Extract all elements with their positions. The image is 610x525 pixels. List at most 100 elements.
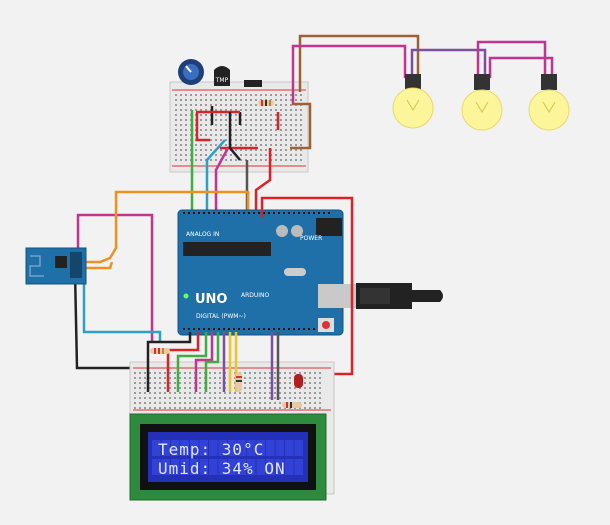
breadboard-hole (159, 402, 161, 404)
breadboard-hole (208, 328, 210, 330)
breadboard-hole (154, 387, 156, 389)
breadboard-hole (255, 124, 257, 126)
breadboard-hole (244, 402, 246, 404)
breadboard-hole (275, 139, 277, 141)
top-resistor[interactable] (258, 100, 274, 106)
breadboard-hole (174, 402, 176, 404)
breadboard-hole (175, 149, 177, 151)
breadboard-hole (230, 154, 232, 156)
breadboard-hole (298, 328, 300, 330)
breadboard-hole (300, 129, 302, 131)
breadboard-hole (280, 99, 282, 101)
breadboard-hole (220, 124, 222, 126)
potentiometer[interactable] (178, 59, 204, 85)
breadboard-hole (280, 144, 282, 146)
breadboard-hole (185, 144, 187, 146)
breadboard-hole (270, 139, 272, 141)
power-jack[interactable] (316, 218, 342, 236)
light-bulb-2[interactable] (461, 74, 503, 131)
light-bulb-1[interactable] (392, 74, 434, 129)
breadboard-hole (185, 109, 187, 111)
breadboard-hole (219, 382, 221, 384)
breadboard-hole (300, 154, 302, 156)
breadboard-hole (304, 387, 306, 389)
breadboard-hole (180, 99, 182, 101)
breadboard-hole (204, 397, 206, 399)
breadboard-hole (255, 134, 257, 136)
light-bulb-3[interactable] (528, 74, 570, 131)
lcd-cell (152, 459, 161, 475)
breadboard-hole (290, 104, 292, 106)
breadboard-hole (185, 94, 187, 96)
breadboard-hole (264, 397, 266, 399)
breadboard-hole (259, 402, 261, 404)
arduino-uno[interactable]: UNO ARDUINO POWER ANALOG IN DIGITAL (PWM… (177, 209, 358, 336)
breadboard-hole (255, 154, 257, 156)
breadboard-hole (164, 377, 166, 379)
breadboard-hole (225, 109, 227, 111)
breadboard-hole (215, 99, 217, 101)
breadboard-hole (270, 114, 272, 116)
breadboard-hole (255, 149, 257, 151)
breadboard-hole (180, 134, 182, 136)
breadboard-hole (289, 382, 291, 384)
breadboard-hole (253, 328, 255, 330)
breadboard-hole (175, 154, 177, 156)
breadboard-hole (195, 109, 197, 111)
breadboard-hole (175, 99, 177, 101)
lcd-cell (209, 440, 218, 456)
breadboard-hole (144, 402, 146, 404)
breadboard-hole (290, 139, 292, 141)
wifi-module[interactable] (25, 247, 87, 285)
breadboard-hole (200, 149, 202, 151)
breadboard-hole (174, 382, 176, 384)
breadboard-hole (270, 94, 272, 96)
breadboard-hole (265, 139, 267, 141)
breadboard-hole (184, 372, 186, 374)
lcd-cell (218, 459, 227, 475)
breadboard-hole (254, 372, 256, 374)
breadboard-hole (295, 94, 297, 96)
breadboard-hole (279, 382, 281, 384)
breadboard-hole (199, 372, 201, 374)
breadboard-hole (234, 407, 236, 409)
breadboard-hole (285, 99, 287, 101)
breadboard-hole (215, 139, 217, 141)
bottom-resistor-3[interactable] (282, 402, 302, 408)
breadboard-hole (309, 392, 311, 394)
diode[interactable] (244, 80, 262, 87)
lcd-cell (285, 459, 294, 475)
breadboard-hole (175, 144, 177, 146)
breadboard-hole (285, 149, 287, 151)
breadboard-hole (180, 124, 182, 126)
breadboard-hole (304, 372, 306, 374)
lcd-display[interactable]: Temp: 30°C Umid: 34% ON (129, 413, 327, 501)
breadboard-hole (300, 109, 302, 111)
breadboard-hole (240, 144, 242, 146)
breadboard-hole (309, 397, 311, 399)
breadboard-hole (240, 99, 242, 101)
breadboard-hole (318, 212, 320, 214)
breadboard-hole (175, 159, 177, 161)
breadboard-hole (258, 328, 260, 330)
breadboard-hole (175, 109, 177, 111)
breadboard-hole (225, 124, 227, 126)
usb-cable[interactable] (356, 283, 443, 309)
breadboard-hole (204, 407, 206, 409)
breadboard-hole (300, 119, 302, 121)
bottom-resistor-1[interactable] (150, 348, 170, 354)
breadboard-hole (225, 134, 227, 136)
red-led[interactable] (294, 374, 303, 388)
breadboard-hole (290, 154, 292, 156)
breadboard-hole (149, 407, 151, 409)
breadboard-hole (240, 159, 242, 161)
breadboard-hole (309, 402, 311, 404)
breadboard-hole (169, 372, 171, 374)
breadboard-hole (253, 212, 255, 214)
breadboard-hole (220, 129, 222, 131)
temperature-sensor[interactable]: TMP (214, 66, 230, 86)
breadboard-hole (250, 114, 252, 116)
breadboard-hole (215, 94, 217, 96)
board-model-label: UNO (195, 292, 228, 307)
bottom-resistor-2[interactable] (236, 372, 242, 392)
